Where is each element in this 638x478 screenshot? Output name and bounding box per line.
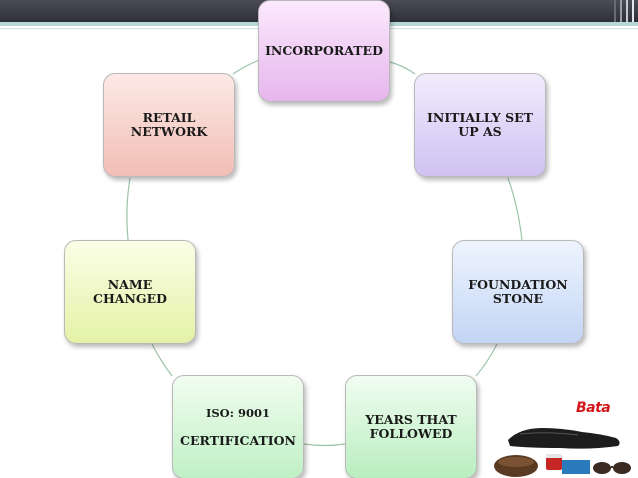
iso-label-line1: ISO: 9001 — [206, 406, 270, 420]
polish-tin-icon — [546, 456, 562, 470]
connector-retail-incorporated — [232, 59, 260, 75]
connector-incorporated-initial — [389, 61, 416, 75]
node-initially-set-up-as: INITIALLY SET UP AS — [414, 73, 546, 177]
connector-name-retail — [126, 177, 131, 241]
shoe-icon — [508, 428, 620, 449]
shoe-and-accessories-illustration — [494, 428, 631, 477]
connector-years-iso — [303, 443, 346, 447]
connector-iso-name — [151, 343, 173, 377]
node-incorporated: INCORPORATED — [258, 0, 390, 102]
node-name-changed: NAME CHANGED — [64, 240, 196, 344]
sunglasses-icon — [593, 462, 611, 474]
node-retail-network: RETAIL NETWORK — [103, 73, 235, 177]
connector-initial-foundation — [507, 177, 523, 241]
node-iso-certification: ISO: 9001 CERTIFICATION — [172, 375, 304, 478]
node-foundation-stone: FOUNDATION STONE — [452, 240, 584, 344]
node-years-that-followed: YEARS THAT FOLLOWED — [345, 375, 477, 478]
connector-foundation-years — [475, 343, 498, 377]
header-accent-stripes — [612, 0, 638, 22]
bata-product-image: Bata — [490, 398, 638, 478]
iso-label-line2: CERTIFICATION — [180, 433, 296, 448]
bata-logo: Bata — [576, 400, 611, 416]
cloth-icon — [562, 460, 590, 474]
